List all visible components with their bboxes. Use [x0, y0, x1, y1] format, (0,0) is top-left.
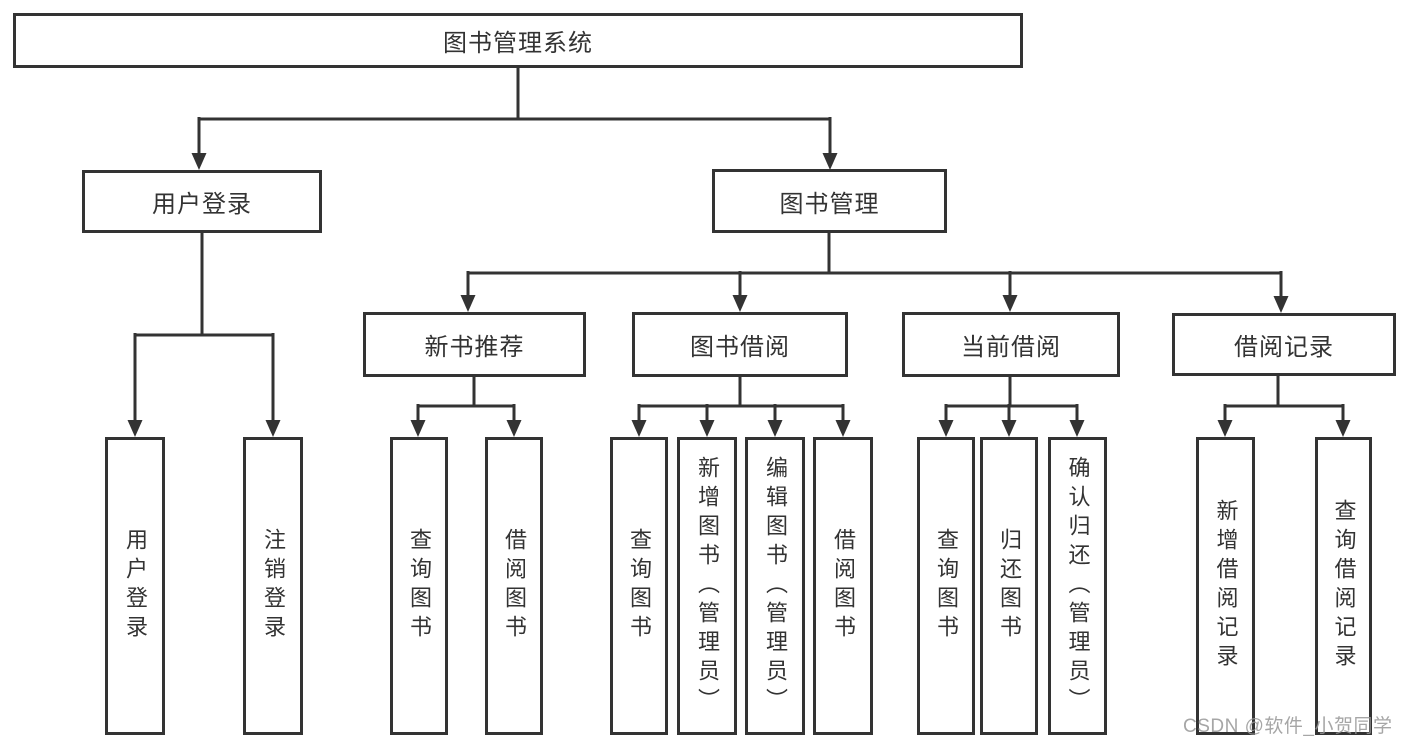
- node-borrowing-records: 借阅记录: [1172, 313, 1396, 376]
- node-book-borrowing: 图书借阅: [632, 312, 848, 377]
- leaf-query-books-borrowing: 查询图书: [610, 437, 668, 735]
- leaf-user-login: 用户登录: [105, 437, 165, 735]
- leaf-return-books: 归还图书: [980, 437, 1038, 735]
- leaf-edit-books-admin-label: 编辑图书（管理员）: [763, 455, 788, 717]
- leaf-query-books-current-label: 查询图书: [934, 528, 959, 644]
- leaf-borrow-books: 借阅图书: [813, 437, 873, 735]
- leaf-confirm-return-admin: 确认归还（管理员）: [1048, 437, 1107, 735]
- leaf-logout-label: 注销登录: [261, 528, 286, 644]
- leaf-query-borrow-record: 查询借阅记录: [1315, 437, 1372, 735]
- leaf-add-borrow-record-label: 新增借阅记录: [1213, 499, 1239, 673]
- leaf-confirm-return-admin-label: 确认归还（管理员）: [1065, 455, 1091, 717]
- leaf-borrow-books-recommend: 借阅图书: [485, 437, 543, 735]
- node-user-login: 用户登录: [82, 170, 322, 233]
- leaf-borrow-books-recommend-label: 借阅图书: [502, 528, 527, 644]
- csdn-watermark: CSDN @软件_小贺同学: [1183, 716, 1393, 737]
- node-library-management-system: 图书管理系统: [13, 13, 1023, 68]
- leaf-query-borrow-record-label: 查询借阅记录: [1331, 499, 1357, 673]
- leaf-query-books-recommend-label: 查询图书: [407, 528, 432, 644]
- arrowheads: [127, 153, 1351, 437]
- leaf-borrow-books-label: 借阅图书: [831, 528, 856, 644]
- leaf-query-books-recommend: 查询图书: [390, 437, 448, 735]
- connector-lines: [133, 66, 1345, 422]
- node-book-management: 图书管理: [712, 169, 947, 233]
- node-current-borrowing: 当前借阅: [902, 312, 1120, 377]
- leaf-add-borrow-record: 新增借阅记录: [1196, 437, 1255, 735]
- leaf-add-books-admin-label: 新增图书（管理员）: [695, 455, 720, 717]
- leaf-query-books-current: 查询图书: [917, 437, 975, 735]
- leaf-edit-books-admin: 编辑图书（管理员）: [745, 437, 805, 735]
- leaf-return-books-label: 归还图书: [997, 528, 1022, 644]
- node-new-book-recommendation: 新书推荐: [363, 312, 586, 377]
- leaf-logout: 注销登录: [243, 437, 303, 735]
- leaf-query-books-borrowing-label: 查询图书: [627, 528, 652, 644]
- leaf-add-books-admin: 新增图书（管理员）: [677, 437, 737, 735]
- leaf-user-login-label: 用户登录: [123, 528, 148, 644]
